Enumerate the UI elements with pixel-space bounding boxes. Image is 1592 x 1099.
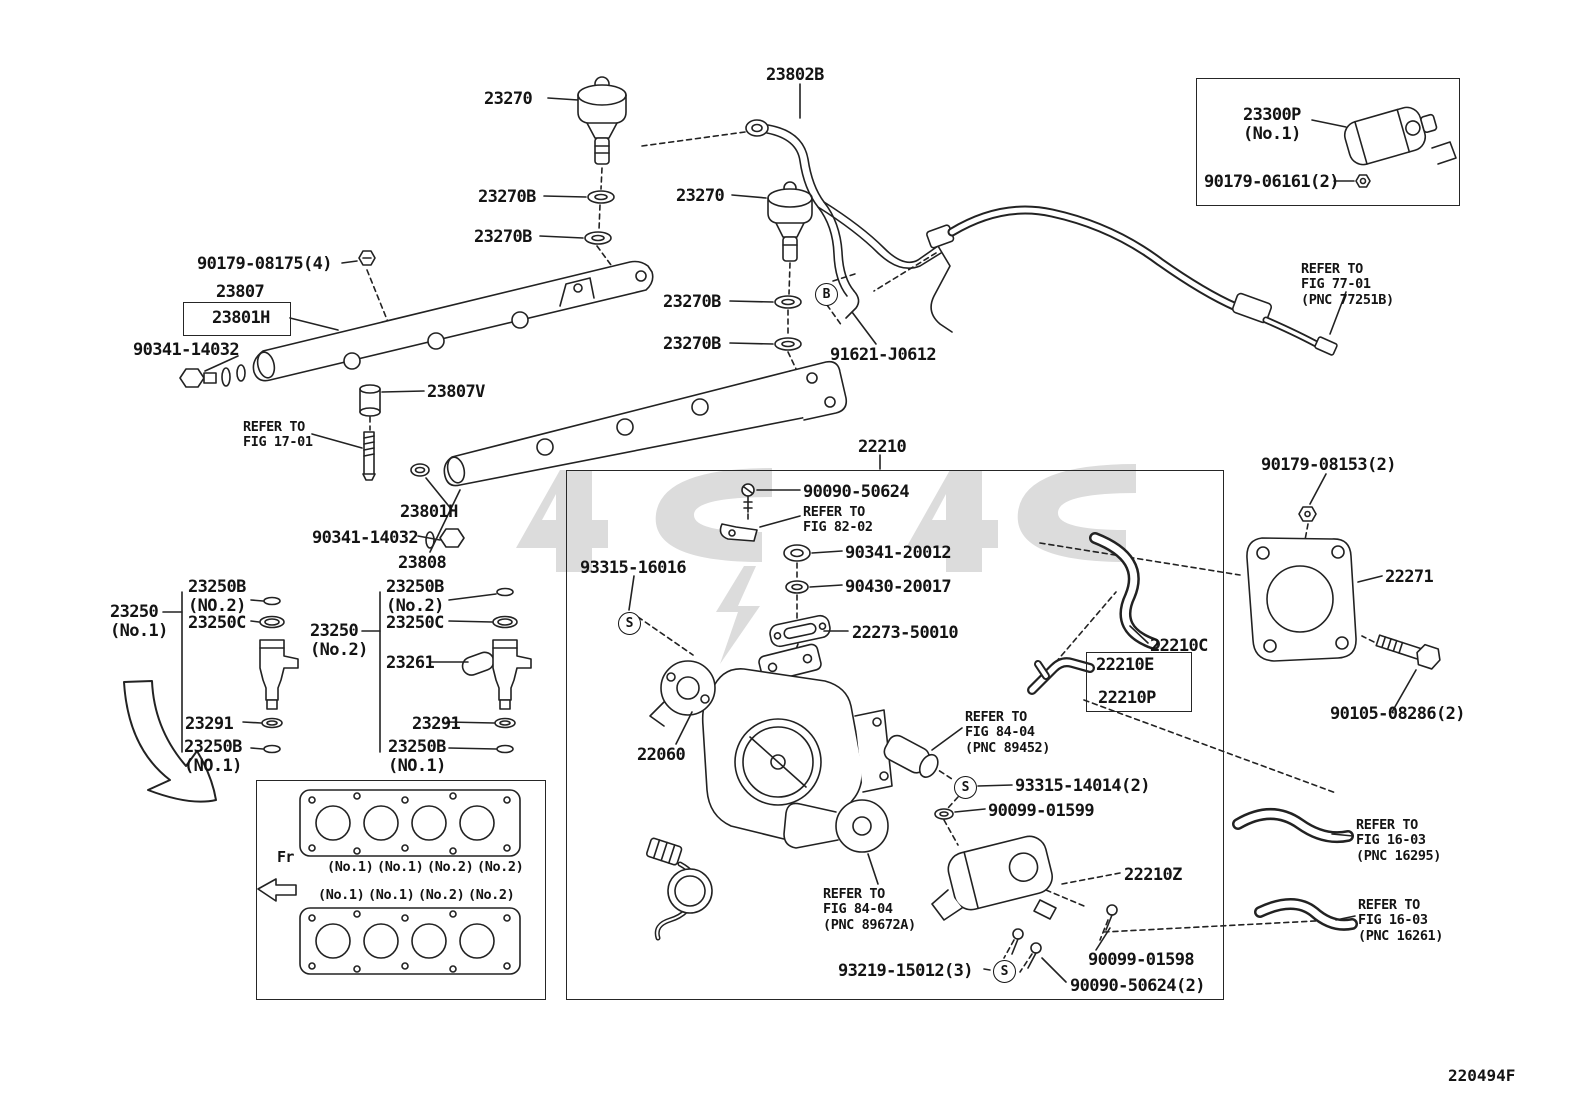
part-label-22271: 22271 (1385, 567, 1434, 587)
part-label-23250b-left-bottom: 23250B (NO.1) (184, 737, 242, 777)
part-label-23802b: 23802B (766, 65, 824, 85)
construction-lines (366, 131, 1391, 973)
injector-group-2-drawing (461, 587, 532, 754)
part-label-23270-top: 23270 (484, 89, 533, 109)
manifold-gaskets-drawing (299, 789, 521, 975)
part-label-23801h-bottom: 23801H (400, 502, 458, 522)
part-label-22060: 22060 (637, 745, 686, 765)
part-label-23250-no1: 23250 (No.1) (110, 602, 168, 642)
part-label-90090-50624: 90090-50624 (803, 482, 910, 502)
leader-lines (162, 83, 1417, 983)
flange-bolt-90105-drawing (1375, 634, 1441, 670)
gasket-row2-label-3: (No.2) (418, 887, 465, 903)
part-label-90099-01599: 90099-01599 (988, 801, 1095, 821)
gasket-row1-label-1: (No.1) (327, 859, 374, 875)
parts-artwork (123, 76, 1457, 975)
pressure-regulator-mid-drawing (767, 181, 813, 351)
fuel-rail-1-drawing (252, 260, 654, 382)
part-label-90179-06161: 90179-06161(2) (1204, 172, 1339, 192)
part-label-23808: 23808 (398, 553, 447, 573)
note-refer-fig-17-01: REFER TO FIG 17-01 (243, 419, 313, 451)
direction-arrow (123, 680, 217, 803)
note-refer-fig-84-04-a: REFER TO FIG 84-04 (PNC 89452) (965, 709, 1051, 756)
gasket-row1-label-4: (No.2) (477, 859, 524, 875)
throttle-gasket-22271-drawing (1246, 506, 1357, 662)
part-label-90105-08286: 90105-08286(2) (1330, 704, 1465, 724)
part-label-23270b-1: 23270B (478, 187, 536, 207)
injector-group-1-drawing (259, 596, 299, 754)
part-label-90090-50624-2: 90090-50624(2) (1070, 976, 1205, 996)
part-label-90099-01598: 90099-01598 (1088, 950, 1195, 970)
part-label-22210p: 22210P (1098, 688, 1156, 708)
gasket-row1-label-3: (No.2) (427, 859, 474, 875)
stud-bolt-drawing (362, 431, 376, 481)
fuel-hose-drawing (926, 205, 1338, 356)
part-label-23270b-3: 23270B (663, 292, 721, 312)
part-label-23250b-left-top: 23250B (NO.2) (188, 577, 246, 617)
part-label-22273-50010: 22273-50010 (852, 623, 959, 643)
part-label-23801h-top: 23801H (212, 308, 270, 328)
hose-fig16-03-lower-drawing (1254, 898, 1358, 931)
pressure-regulator-top-drawing (577, 76, 627, 245)
symbol-circle-s-1: S (618, 612, 641, 635)
part-label-23250b-right-top: 23250B (No.2) (386, 577, 444, 617)
fr-arrow-icon (257, 878, 297, 902)
part-label-22210: 22210 (858, 437, 907, 457)
part-label-90430-20017: 90430-20017 (845, 577, 952, 597)
note-refer-fig-82-02: REFER TO FIG 82-02 (803, 504, 873, 536)
part-label-93315-14014: 93315-14014(2) (1015, 776, 1150, 796)
note-refer-fig-16-03-a: REFER TO FIG 16-03 (PNC 16295) (1356, 817, 1442, 864)
symbol-circle-s-3: S (993, 960, 1016, 983)
part-label-23250c-right: 23250C (386, 613, 444, 633)
note-refer-fig-77-01: REFER TO FIG 77-01 (PNC 77251B) (1301, 261, 1394, 308)
hose-22210c-drawing (1089, 532, 1160, 650)
part-label-23291-left: 23291 (185, 714, 234, 734)
hose-22210e-drawing (1027, 657, 1095, 695)
part-label-23291-right: 23291 (412, 714, 461, 734)
fuel-pipe-23802b-drawing (745, 119, 953, 333)
throttle-body-assembly-drawing (645, 483, 1118, 969)
part-label-90341-14032-top: 90341-14032 (133, 340, 240, 360)
part-label-23261: 23261 (386, 653, 435, 673)
gasket-row1-label-2: (No.1) (377, 859, 424, 875)
fuel-rail-2-drawing (410, 360, 848, 549)
part-label-23250-no2: 23250 (No.2) (310, 621, 368, 661)
part-label-23250c-left: 23250C (188, 613, 246, 633)
part-label-90179-08153: 90179-08153(2) (1261, 455, 1396, 475)
part-label-23270-mid: 23270 (676, 186, 725, 206)
drawing-code: 220494F (1448, 1066, 1516, 1085)
part-label-90341-14032-bottom: 90341-14032 (312, 528, 419, 548)
part-label-23250b-right-bottom: 23250B (NO.1) (388, 737, 446, 777)
part-label-22210z: 22210Z (1124, 865, 1182, 885)
note-refer-fig-16-03-b: REFER TO FIG 16-03 (PNC 16261) (1358, 897, 1444, 944)
part-label-91621-j0612: 91621-J0612 (830, 345, 937, 365)
part-label-23300p: 23300P (No.1) (1243, 105, 1301, 145)
part-label-23807: 23807 (216, 282, 265, 302)
gasket-row2-label-2: (No.1) (368, 887, 415, 903)
gasket-row2-label-4: (No.2) (468, 887, 515, 903)
symbol-circle-s-2: S (954, 776, 977, 799)
part-label-90179-08175: 90179-08175(4) (197, 254, 332, 274)
hose-fig16-03-upper-drawing (1232, 808, 1354, 844)
fr-direction-label: Fr (277, 848, 294, 866)
gasket-row2-label-1: (No.1) (318, 887, 365, 903)
union-bolt-90341-top-drawing (179, 364, 246, 388)
part-label-23807v: 23807V (427, 382, 485, 402)
part-label-22210e: 22210E (1096, 655, 1154, 675)
symbol-circle-b-1: B (815, 283, 838, 306)
part-label-23270b-4: 23270B (663, 334, 721, 354)
rail-bolt-90179-08175-drawing (358, 250, 376, 266)
fuel-filter-23300p-drawing (1343, 106, 1457, 188)
part-label-23270b-2: 23270B (474, 227, 532, 247)
part-label-93315-16016: 93315-16016 (580, 558, 687, 578)
part-label-22210c: 22210C (1150, 636, 1208, 656)
note-refer-fig-84-04-b: REFER TO FIG 84-04 (PNC 89672A) (823, 886, 916, 933)
spacer-23807v-drawing (359, 384, 381, 417)
part-label-93219-15012: 93219-15012(3) (838, 961, 973, 981)
part-label-90341-20012: 90341-20012 (845, 543, 952, 563)
